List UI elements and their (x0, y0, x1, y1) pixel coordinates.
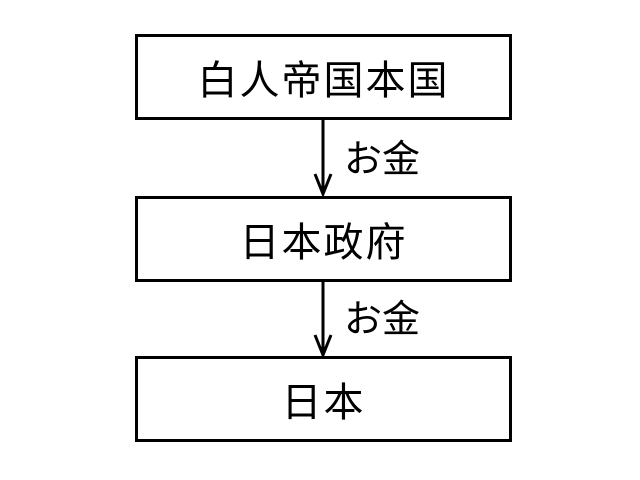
arrow-1-head (313, 173, 333, 199)
edge-label-2: お金 (344, 297, 421, 341)
arrow-2 (313, 282, 333, 360)
node-label-top: 白人帝国本国 (197, 58, 450, 104)
arrow-1 (313, 120, 333, 199)
node-label-middle: 日本政府 (239, 220, 408, 266)
node-label-bottom: 日本 (281, 380, 366, 426)
node-box-bottom: 日本 (135, 356, 512, 442)
edge-label-1: お金 (344, 137, 421, 181)
node-box-middle: 日本政府 (135, 196, 512, 282)
node-box-top: 白人帝国本国 (135, 34, 512, 120)
arrow-2-head (313, 334, 333, 360)
